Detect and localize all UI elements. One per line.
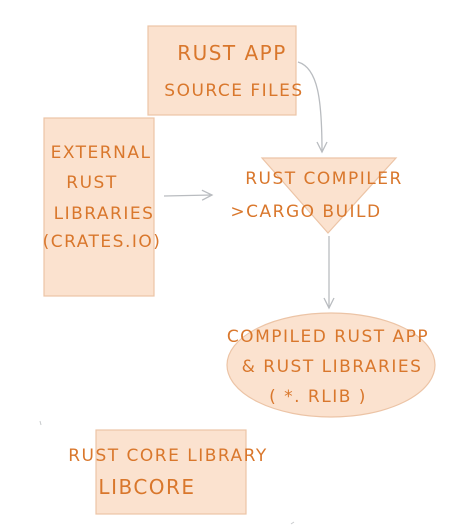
rust-core-library-node: Rust Core Library Libcore bbox=[68, 429, 268, 515]
source-line1: Rust App bbox=[177, 41, 287, 65]
external-line2: Rust bbox=[66, 173, 117, 193]
compiled-line1: Compiled Rust App bbox=[227, 327, 429, 347]
rust-app-source-node: Rust App Source Files bbox=[147, 25, 303, 116]
compiled-ellipse bbox=[226, 312, 436, 418]
source-line2: Source Files bbox=[164, 81, 303, 101]
arrow-external-to-compiler bbox=[163, 189, 214, 201]
source-box bbox=[147, 25, 297, 116]
rust-compiler-node: Rust Compiler >Cargo Build bbox=[230, 157, 403, 234]
compiled-output-node: Compiled Rust App & Rust Libraries ( *. … bbox=[226, 312, 436, 418]
external-box bbox=[43, 117, 155, 297]
external-line3: Libraries bbox=[54, 204, 155, 224]
stray-mark-left bbox=[39, 420, 42, 426]
external-libraries-node: External Rust Libraries (Crates.io) bbox=[43, 117, 162, 297]
compiler-line2: >Cargo Build bbox=[230, 202, 381, 222]
compiled-line2: & Rust Libraries bbox=[242, 357, 423, 377]
compiler-triangle bbox=[260, 157, 398, 234]
core-box bbox=[95, 429, 247, 515]
arrow-source-to-compiler bbox=[297, 61, 328, 154]
external-line1: External bbox=[51, 143, 152, 163]
compiled-line3: ( *. RLIB ) bbox=[269, 387, 367, 407]
core-line2: Libcore bbox=[98, 475, 195, 499]
compiler-line1: Rust Compiler bbox=[245, 169, 403, 189]
external-line4: (Crates.io) bbox=[43, 232, 162, 252]
stray-mark-bottom bbox=[290, 521, 295, 525]
core-line1: Rust Core Library bbox=[68, 446, 268, 466]
